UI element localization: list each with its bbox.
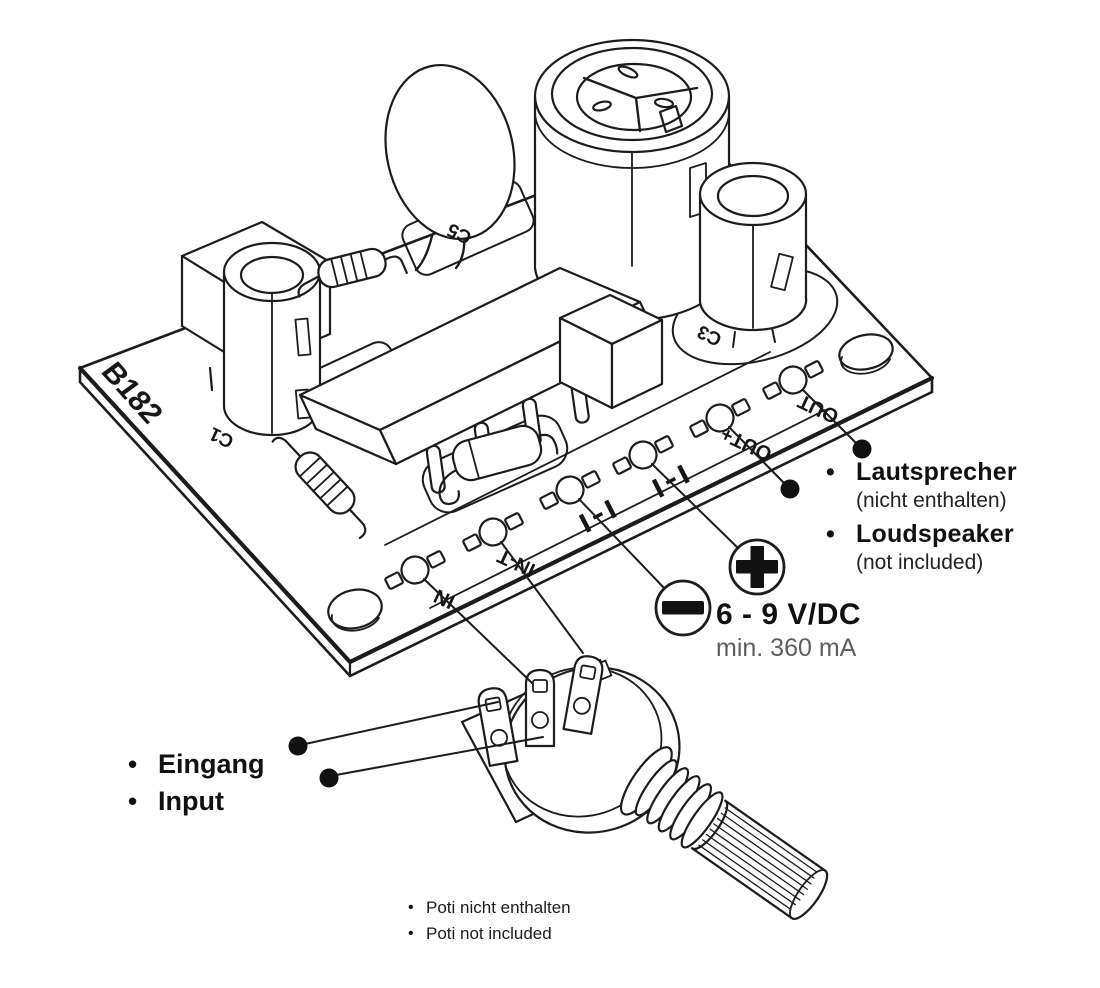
bullet: • <box>408 899 414 916</box>
pad-minus <box>539 470 601 510</box>
leader-in-t <box>500 541 584 654</box>
plus-icon <box>728 538 786 596</box>
leader-in <box>423 578 533 684</box>
mounting-hole-top-right <box>838 333 894 375</box>
leader-lines <box>288 389 872 788</box>
pad-plus-mark <box>651 464 690 498</box>
large-capacitor <box>533 38 731 322</box>
leader-out-plus <box>728 426 786 485</box>
power-annotation: 6 - 9 V/DC min. 360 mA <box>716 599 861 663</box>
leader-minus <box>578 498 666 590</box>
diode <box>438 424 559 506</box>
bullet: • <box>408 925 414 942</box>
poti-note-en: Poti not included <box>426 924 552 943</box>
speaker-note-en: (not included) <box>856 551 984 574</box>
resistor-diagonal <box>271 436 367 540</box>
speaker-annotation: • Lautsprecher (nicht enthalten) • Louds… <box>826 458 1096 578</box>
silkscreen-line <box>429 409 826 609</box>
input-annotation: • Eingang • Input <box>128 749 265 823</box>
solder-pads: IN IN-T OUT+ OUT <box>384 360 842 613</box>
poti-note-de: Poti nicht enthalten <box>426 898 571 917</box>
input-label-de: Eingang <box>158 749 265 779</box>
pad-out <box>762 360 824 400</box>
speaker-note-de: (nicht enthalten) <box>856 489 1007 512</box>
leader-dot <box>288 736 308 756</box>
speaker-label-en: Loudspeaker <box>856 520 1014 548</box>
capacitor-c5: C5 <box>384 63 516 272</box>
leader-dot <box>780 479 800 499</box>
potentiometer <box>460 655 829 920</box>
input-label-en: Input <box>158 786 224 816</box>
voltage-label: 6 - 9 V/DC <box>716 598 862 631</box>
leader-input-1 <box>304 701 499 745</box>
minus-icon <box>654 579 712 637</box>
bullet: • <box>826 520 835 548</box>
pot-lug-3 <box>562 655 604 735</box>
speaker-label-de: Lautsprecher <box>856 458 1017 486</box>
pad-plus <box>612 435 674 475</box>
pad-minus-mark <box>578 499 617 533</box>
leader-out <box>802 389 859 446</box>
resistor-top <box>297 247 408 298</box>
bullet: • <box>128 786 138 816</box>
capacitor-c1: C1 <box>206 241 322 452</box>
leader-input-2 <box>335 736 544 776</box>
poti-annotation: • Poti nicht enthalten • Poti not includ… <box>408 895 571 947</box>
capacitor-c3: C3 <box>694 161 808 350</box>
mounting-hole-bottom-left <box>327 588 383 632</box>
leader-dot <box>319 768 339 788</box>
pad-in <box>384 550 446 590</box>
leader-plus <box>651 463 740 550</box>
bullet: • <box>826 458 835 486</box>
pad-in-t <box>462 512 524 552</box>
bullet: • <box>128 749 138 779</box>
cube-component <box>558 293 664 410</box>
leader-dot <box>852 439 872 459</box>
pad-out-plus <box>689 398 751 438</box>
pot-shaft <box>619 746 829 920</box>
current-label: min. 360 mA <box>716 634 857 662</box>
